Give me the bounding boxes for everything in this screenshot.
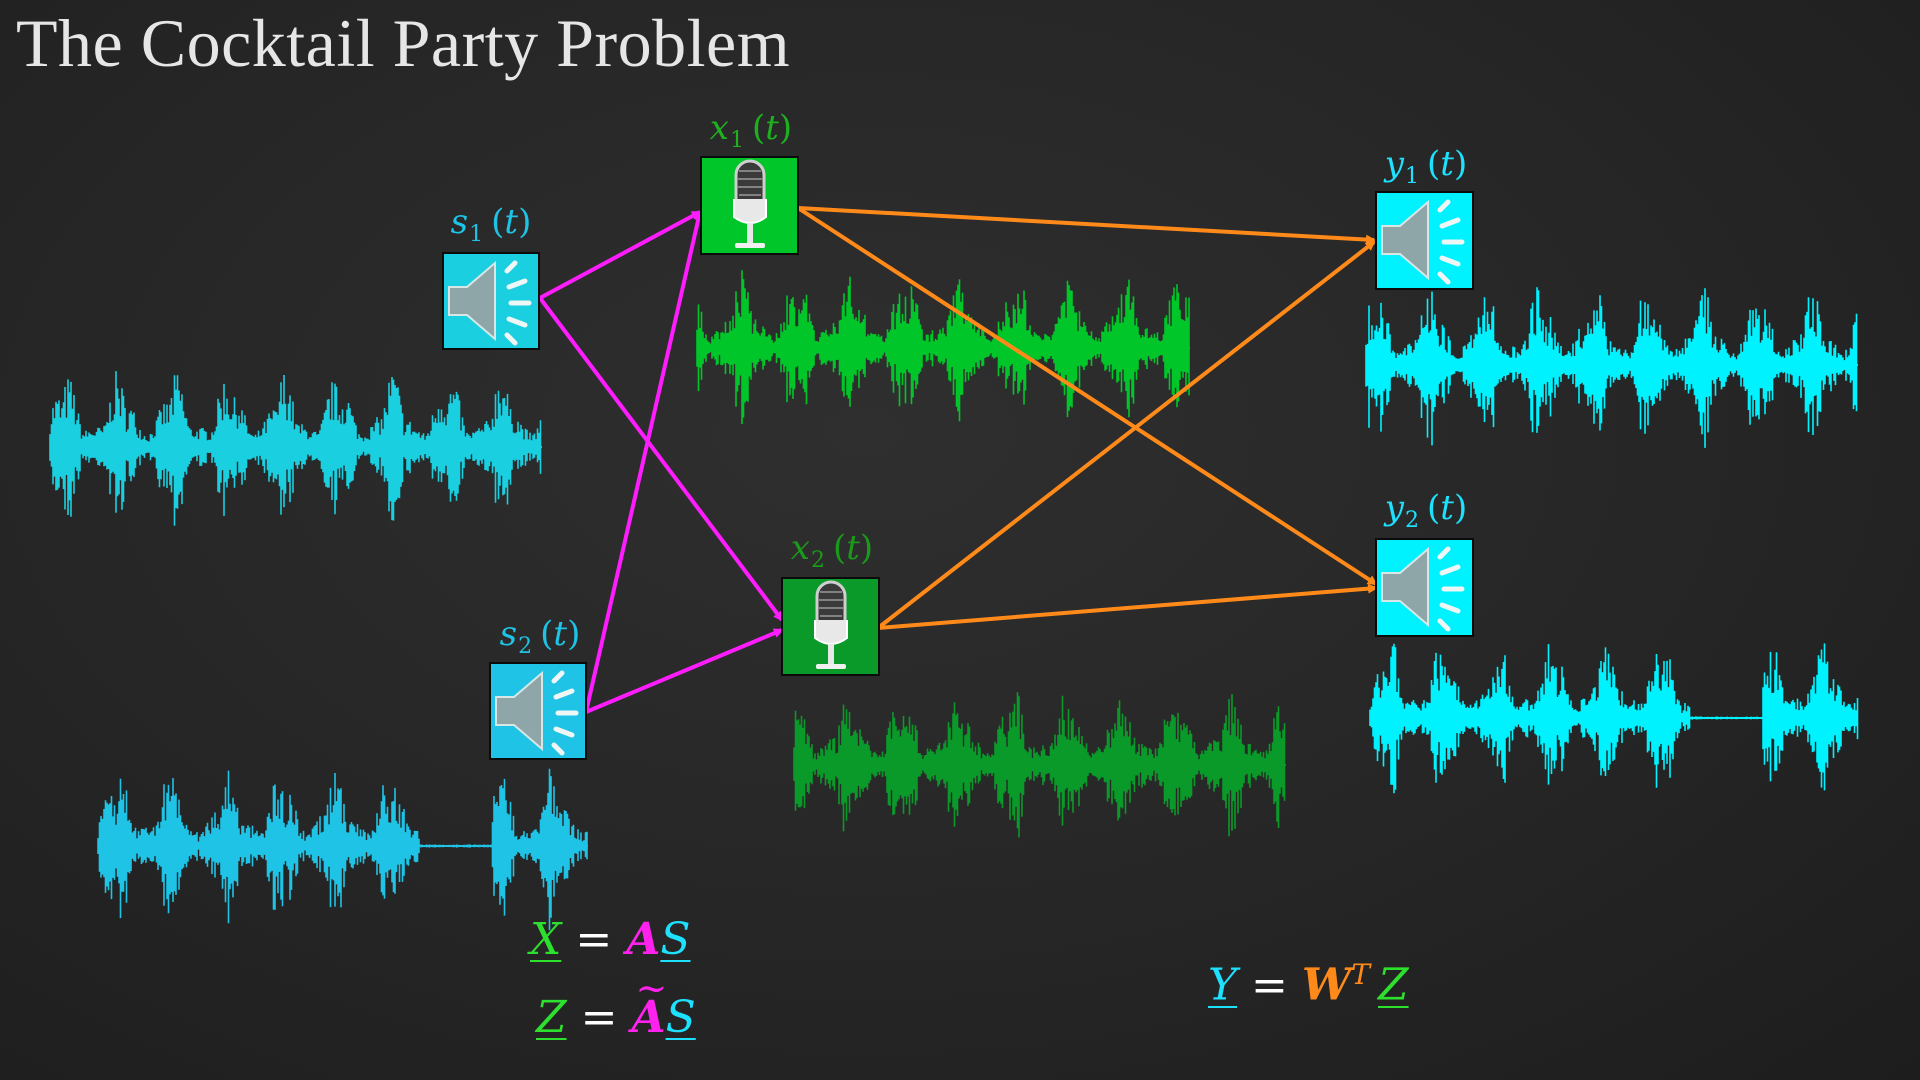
arrow-x1-y2 xyxy=(796,206,1378,586)
slide-title: The Cocktail Party Problem xyxy=(16,5,791,81)
label-y1: y1(t) xyxy=(1384,144,1468,189)
arrow-s1-x2 xyxy=(538,296,784,622)
mixing-arrows xyxy=(538,210,784,714)
node-y2 xyxy=(1375,538,1474,637)
unmixing-arrows xyxy=(796,206,1378,630)
node-s2 xyxy=(489,662,587,760)
node-y1 xyxy=(1375,191,1474,290)
label-s1: s1(t) xyxy=(450,202,532,247)
equation-mixing-tilde: Z=AS xyxy=(536,966,696,1043)
speaker-icon xyxy=(495,670,579,756)
arrow-s2-x2 xyxy=(585,628,784,714)
waveform-s1 xyxy=(49,371,542,526)
speaker-icon xyxy=(1381,546,1465,632)
node-s1 xyxy=(442,252,540,350)
label-x2: x2(t) xyxy=(790,528,874,573)
arrow-x1-y1 xyxy=(797,206,1376,245)
arrow-x2-y1 xyxy=(876,240,1376,630)
node-x2 xyxy=(781,577,880,676)
microphone-icon xyxy=(814,580,848,669)
microphone-icon xyxy=(733,159,767,248)
speaker-icon xyxy=(448,260,532,346)
label-x1: x1(t) xyxy=(709,108,793,153)
waveforms xyxy=(49,270,1859,931)
label-s2: s2(t) xyxy=(499,614,581,659)
arrow-s1-x1 xyxy=(539,210,702,300)
equation-mixing: X=AS xyxy=(530,914,691,965)
node-x1 xyxy=(700,156,799,255)
speaker-icon xyxy=(1381,199,1465,285)
waveform-s2 xyxy=(97,768,588,931)
label-y2: y2(t) xyxy=(1384,488,1468,533)
arrow-s2-x1 xyxy=(584,210,704,713)
arrow-x2-y2 xyxy=(877,583,1378,630)
waveform-y1 xyxy=(1365,287,1858,448)
